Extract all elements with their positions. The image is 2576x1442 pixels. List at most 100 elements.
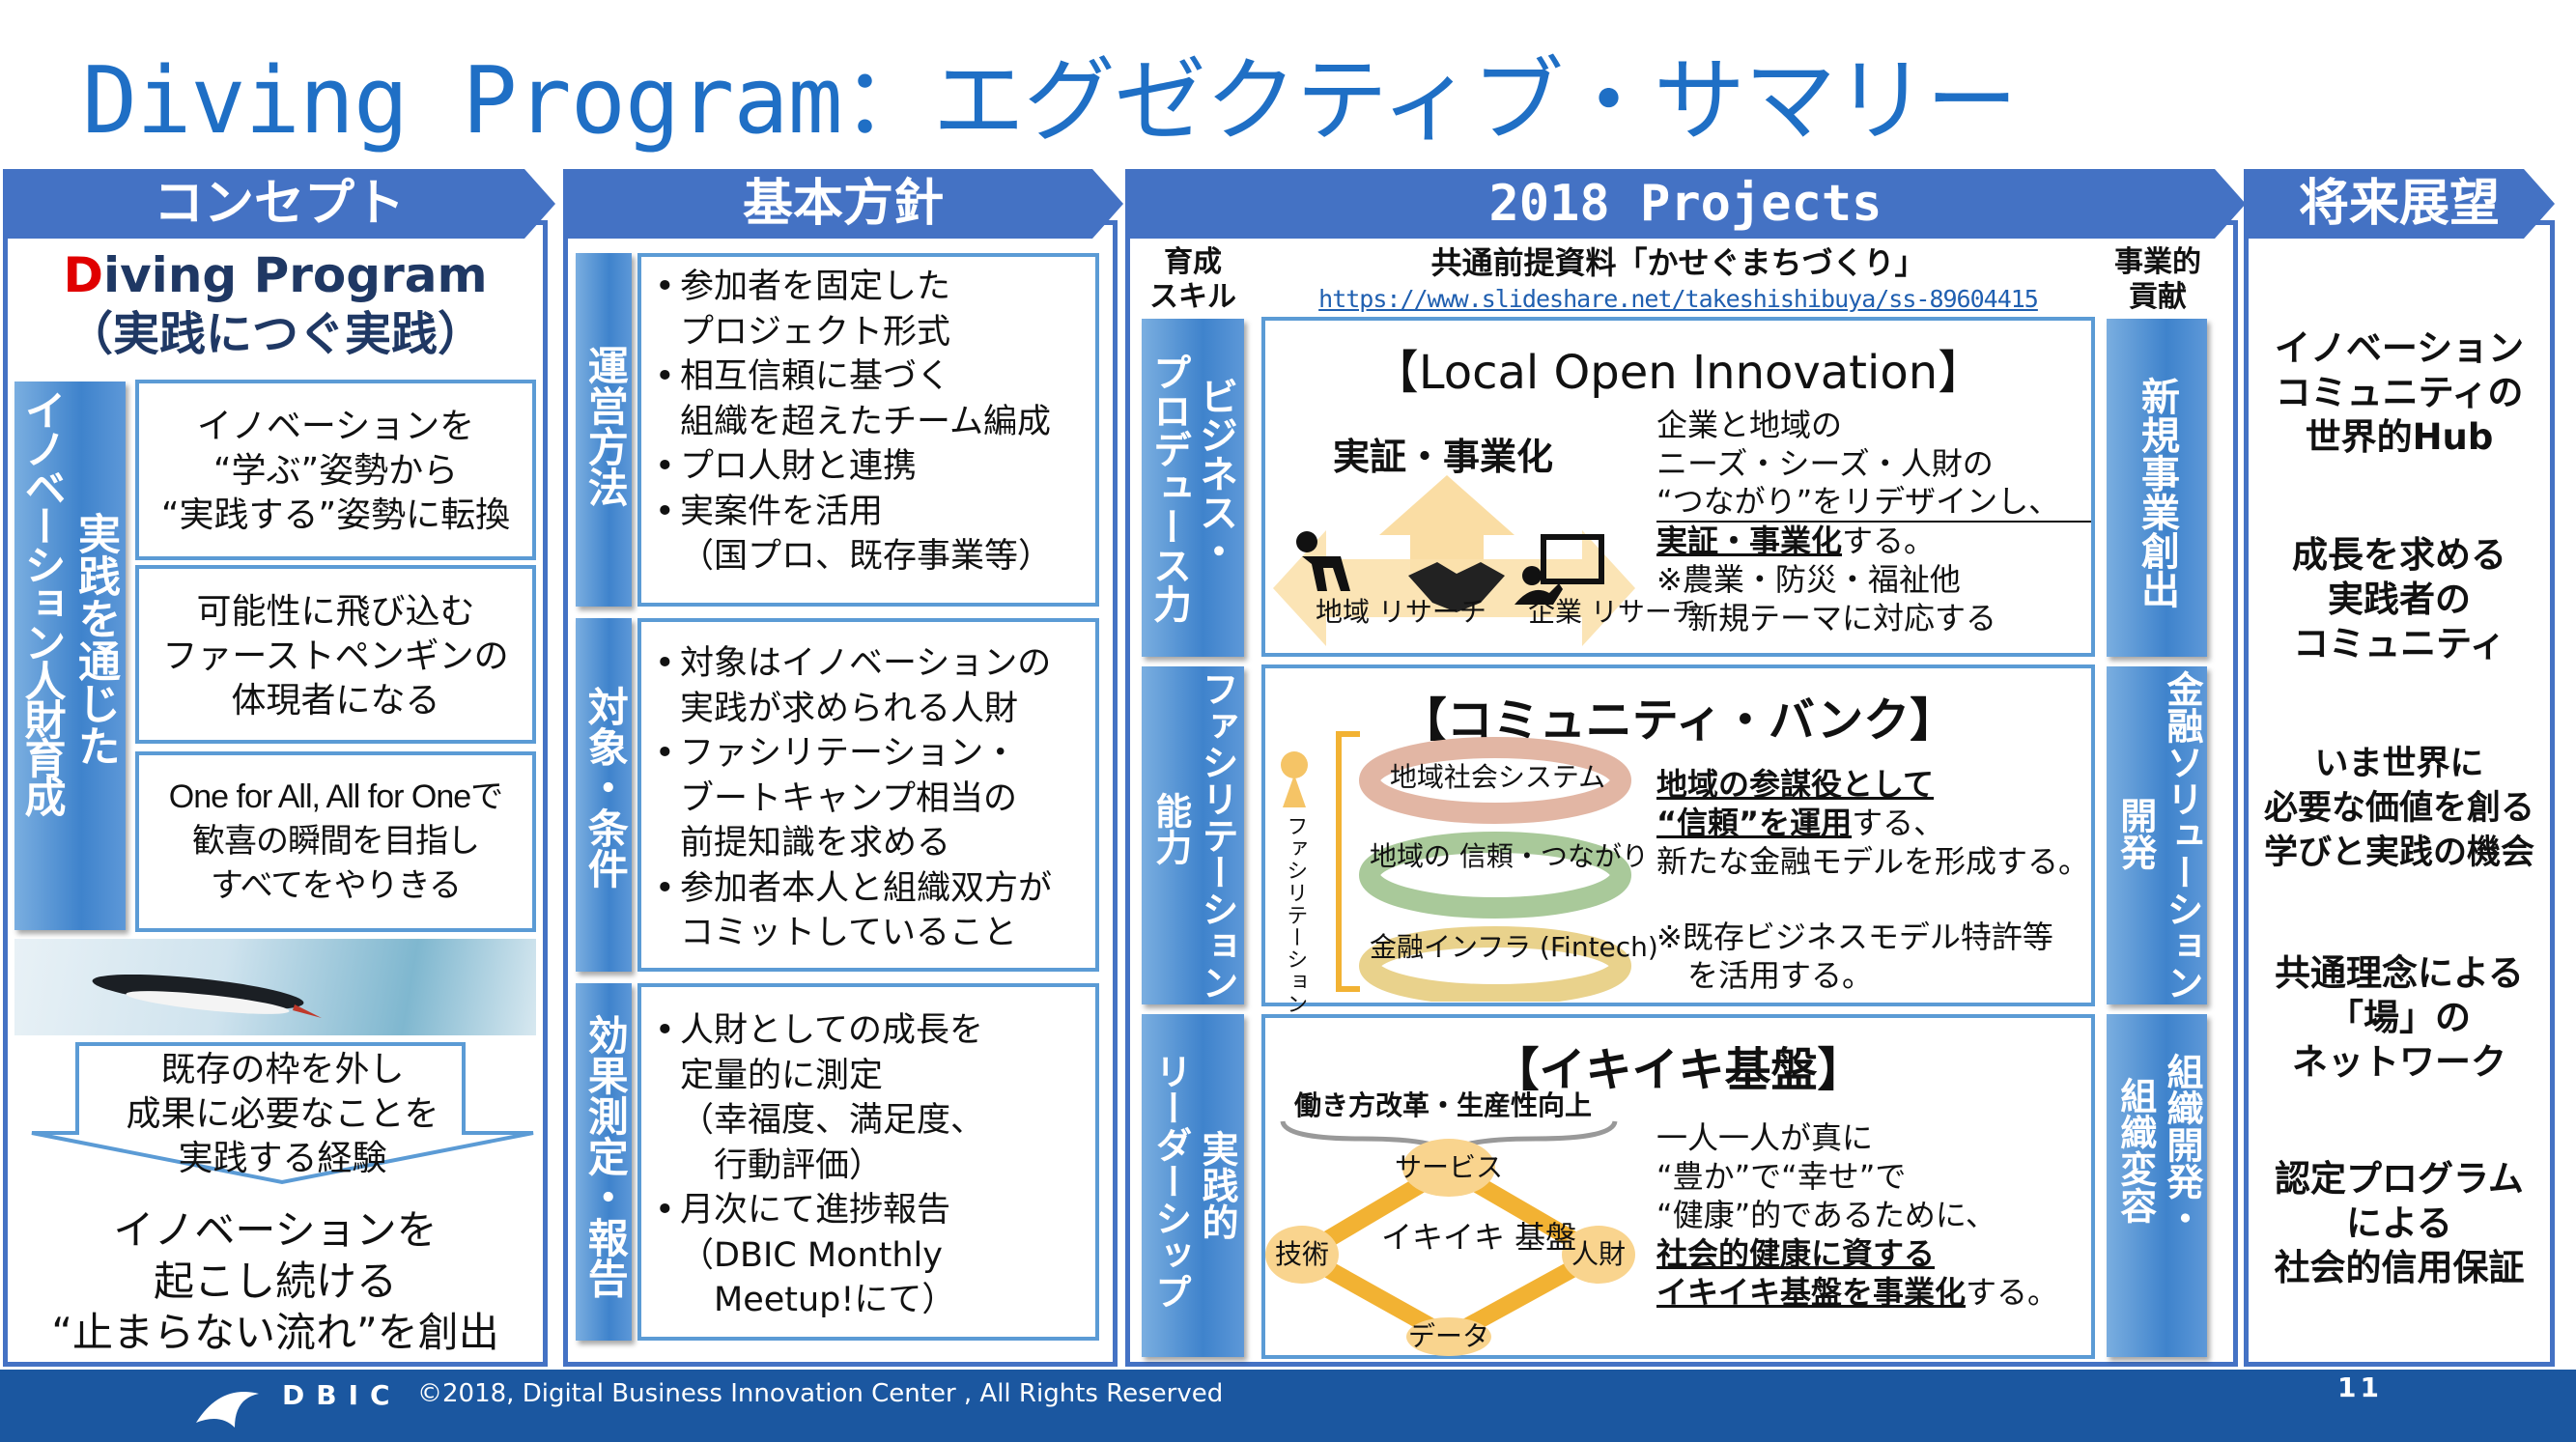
program-name-rest: iving Program [102,247,488,303]
node-label: 人財 [1571,1238,1626,1270]
project-ikiiki-platform: 【イキイキ基盤】 働き方改革・生産性向上 サービス 技術 人財 データ イキイキ… [1261,1014,2095,1359]
skill-facilitation: ファシリテーション 能力 [1142,666,1244,1004]
bullet: • [655,447,675,486]
node-label: サービス [1394,1151,1503,1183]
policy-label-operation: 運営方法 [576,253,632,607]
contribution-label: 開発 [2113,797,2157,870]
project-title: 【イキイキ基盤】 [1492,1043,1864,1097]
project-text-underlined: “つながり”をリデザインし、 [1656,482,2091,523]
project-text: “健康”的であるために、 [1656,1197,1996,1233]
concept-box-text: 可能性に飛び込む ファーストペンギンの 体現者になる [162,592,509,721]
reference-link[interactable]: https://www.slideshare.net/takeshishibuy… [1318,285,2039,313]
handshake-icon [1408,562,1505,612]
policy-item: •対象はイノベーションの 実践が求められる人財 [655,641,1095,731]
contribution-label: 組織変容 [2113,1077,2157,1224]
contribution-column-header: 事業的 貢献 [2114,245,2201,314]
skill-leadership: 実践的 リーダーシップ [1142,1014,1244,1357]
policy-item-text: 実案件を活用 （国プロ、既存事業等） [680,492,1053,577]
policy-item: •実案件を活用 （国プロ、既存事業等） [655,490,1095,580]
policy-label-measurement: 効果測定・報告 [576,983,632,1341]
facilitation-side-label: ファシリテーション [1283,815,1308,1015]
policy-item: •月次にて進捗報告 （DBIC Monthly Meetup!にて） [655,1188,1095,1323]
arrow-text: 既存の枠を外し 成果に必要なことを 実践する経験 [126,1050,439,1178]
policy-item: •相互信頼に基づく 組織を超えたチーム編成 [655,354,1095,444]
program-subtitle: （実践につぐ実践） [66,307,484,361]
researcher-person-icon [1296,531,1350,591]
cycle-diagram [1281,731,1631,1002]
emphasis-text: 実証・事業化 [1656,523,1843,559]
concept-box-text: One for All, All for Oneで 歓喜の瞬間を目指し すべてを… [168,778,503,904]
bullet: • [655,1191,675,1230]
policy-item-text: 月次にて進捗報告 （DBIC Monthly Meetup!にて） [680,1191,956,1319]
page-number: 11 [2337,1371,2383,1403]
skill-label: リーダーシップ [1148,1053,1192,1310]
reference-title: 共通前提資料「かせぐまちづくり」 [1430,244,1926,281]
concept-box-3: One for All, All for Oneで 歓喜の瞬間を目指し すべてを… [135,751,536,932]
diagram-label: 実証・事業化 [1333,436,1554,478]
policy-item-text: 相互信頼に基づく 組織を超えたチーム編成 [680,357,1051,441]
dbic-logo-icon [196,1392,259,1428]
penguin-photo [14,939,536,1035]
program-initial: D [63,247,103,303]
bullet: • [655,868,675,908]
project-text: を活用する。 [1656,957,1874,994]
policy-section-target: •対象はイノベーションの 実践が求められる人財 •ファシリテーション・ ブートキ… [637,618,1099,972]
cycle-label: 地域社会システム [1389,761,1606,793]
future-item: いま世界に 必要な価値を創る 学びと実践の機会 [2263,745,2534,872]
brace-label: 働き方改革・生産性向上 [1294,1089,1593,1121]
node-label: データ [1407,1320,1489,1352]
contribution-label: 新規事業創出 [2135,377,2179,608]
policy-section-operation: •参加者を固定した プロジェクト形式 •相互信頼に基づく 組織を超えたチーム編成… [637,253,1099,607]
policy-label-text: 効果測定・報告 [581,1014,630,1298]
project-text: する。 [1966,1274,2059,1311]
policy-item-text: 参加者本人と組織双方が コミットしていること [680,868,1053,953]
policy-header: 基本方針 [563,169,1123,239]
penguin-icon [92,974,322,1018]
projects-header: 2018 Projects [1125,169,2246,239]
node-service [1402,1139,1495,1197]
policy-item-text: 人財としての成長を 定量的に測定 （幸福度、満足度、 行動評価） [680,1011,985,1185]
company-research-label: 企業 リサーチ [1528,596,1699,628]
footer-bar [0,1370,2576,1442]
policy-item: •参加者本人と組織双方が コミットしていること [655,866,1095,956]
collaboration-diagram [1273,475,1635,646]
dbic-logo-text: DBIC [282,1379,402,1411]
cycle-ring-finance [1359,926,1631,1002]
project-text: する、 [1852,805,1945,841]
project-text: 一人一人が真に [1656,1119,1874,1156]
policy-label-text: 対象・条件 [581,686,630,889]
contribution-financial-solution: 金融ソリューション 開発 [2107,666,2207,1004]
policy-item: •ファシリテーション・ ブートキャンプ相当の 前提知識を求める [655,731,1095,866]
bullet: • [655,357,675,396]
bullet: • [655,1011,675,1050]
node-talent [1562,1226,1635,1284]
skill-label: 能力 [1148,792,1192,865]
project-community-bank: 【コミュニティ・バンク】 ファシリテーション 地域社会システム 地域の 信頼・つ… [1261,664,2095,1015]
policy-item-text: プロ人財と連携 [680,447,918,486]
future-item: 認定プログラム による 社会的信用保証 [2274,1158,2525,1288]
node-technology [1265,1226,1339,1284]
contribution-label: 組織開発・ [2161,1053,2203,1236]
project-text: 実証・事業化する。 [1656,522,1935,560]
project-text: “信頼”を運用する、 [1656,804,1944,842]
cycle-ring-social-system [1359,737,1631,824]
concept-box-text: イノベーションを “学ぶ”姿勢から “実践する”姿勢に転換 [160,407,511,535]
bracket-shape [1336,731,1360,992]
bullet: • [655,492,675,531]
policy-section-measurement: •人財としての成長を 定量的に測定 （幸福度、満足度、 行動評価） •月次にて進… [637,983,1099,1341]
project-local-open-innovation: 【Local Open Innovation】 実証・事業化 地域 リサーチ 企… [1261,317,2095,657]
project-text: する。 [1842,523,1936,559]
project-text: イキイキ基盤を事業化する。 [1656,1273,2058,1312]
policy-item-text: 参加者を固定した プロジェクト形式 [680,268,951,352]
concept-box-2: 可能性に飛び込む ファーストペンギンの 体現者になる [135,565,536,744]
copyright-text: ©2018, Digital Business Innovation Cente… [417,1379,1224,1408]
project-text: ※既存ビジネスモデル特許等 [1656,919,2053,955]
skill-label: ビジネス・ [1193,377,1237,570]
contribution-new-business: 新規事業創出 [2107,319,2207,657]
bullet: • [655,644,675,683]
concept-side-label: 実践を通じた イノベーション人財育成 [14,382,126,930]
concept-header: コンセプト [3,169,555,239]
policy-item: •参加者を固定した プロジェクト形式 [655,265,1095,354]
policy-item-text: ファシリテーション・ ブートキャンプ相当の 前提知識を求める [680,734,1018,862]
side-label-practice: 実践を通じた [71,512,120,767]
